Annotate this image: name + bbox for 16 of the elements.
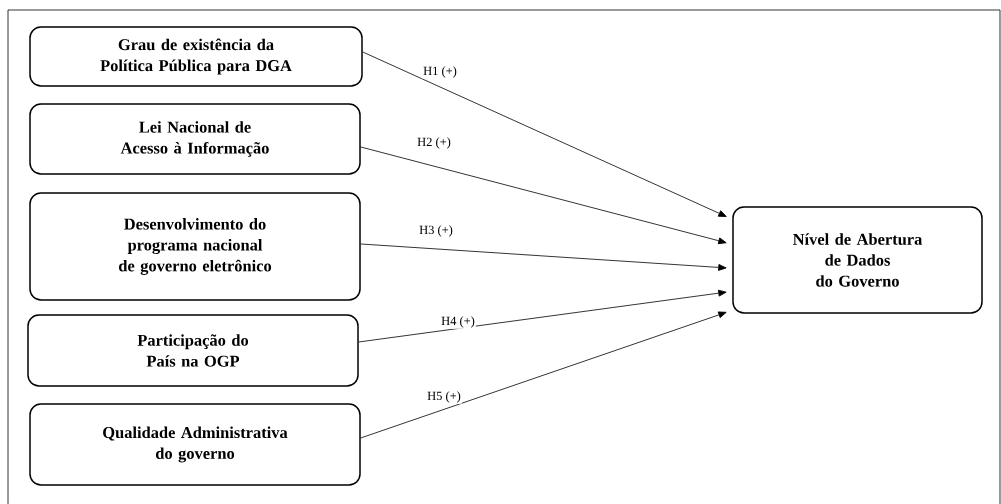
variable-box: Qualidade Administrativa do governo: [29, 403, 361, 486]
arrow: [358, 289, 727, 343]
arrow: [360, 311, 727, 439]
variable-box: Participação do País na OGP: [27, 314, 359, 387]
edge-label: H5 (+): [426, 390, 462, 404]
arrow: [362, 51, 727, 217]
arrow: [360, 243, 727, 271]
arrow: [360, 146, 727, 245]
variable-box: Nível de Abertura de Dados do Governo: [732, 206, 983, 314]
edge-label: H3 (+): [418, 224, 454, 238]
edge-label: H2 (+): [416, 136, 452, 150]
edge-label: H4 (+): [440, 315, 476, 329]
variable-box: Grau de existência da Política Pública para DGA: [29, 26, 363, 87]
variable-box: Desenvolvimento do programa nacional de governo eletrônico: [29, 192, 361, 301]
edge-label: H1 (+): [422, 65, 458, 79]
variable-box: Lei Nacional de Acesso à Informação: [29, 103, 361, 175]
